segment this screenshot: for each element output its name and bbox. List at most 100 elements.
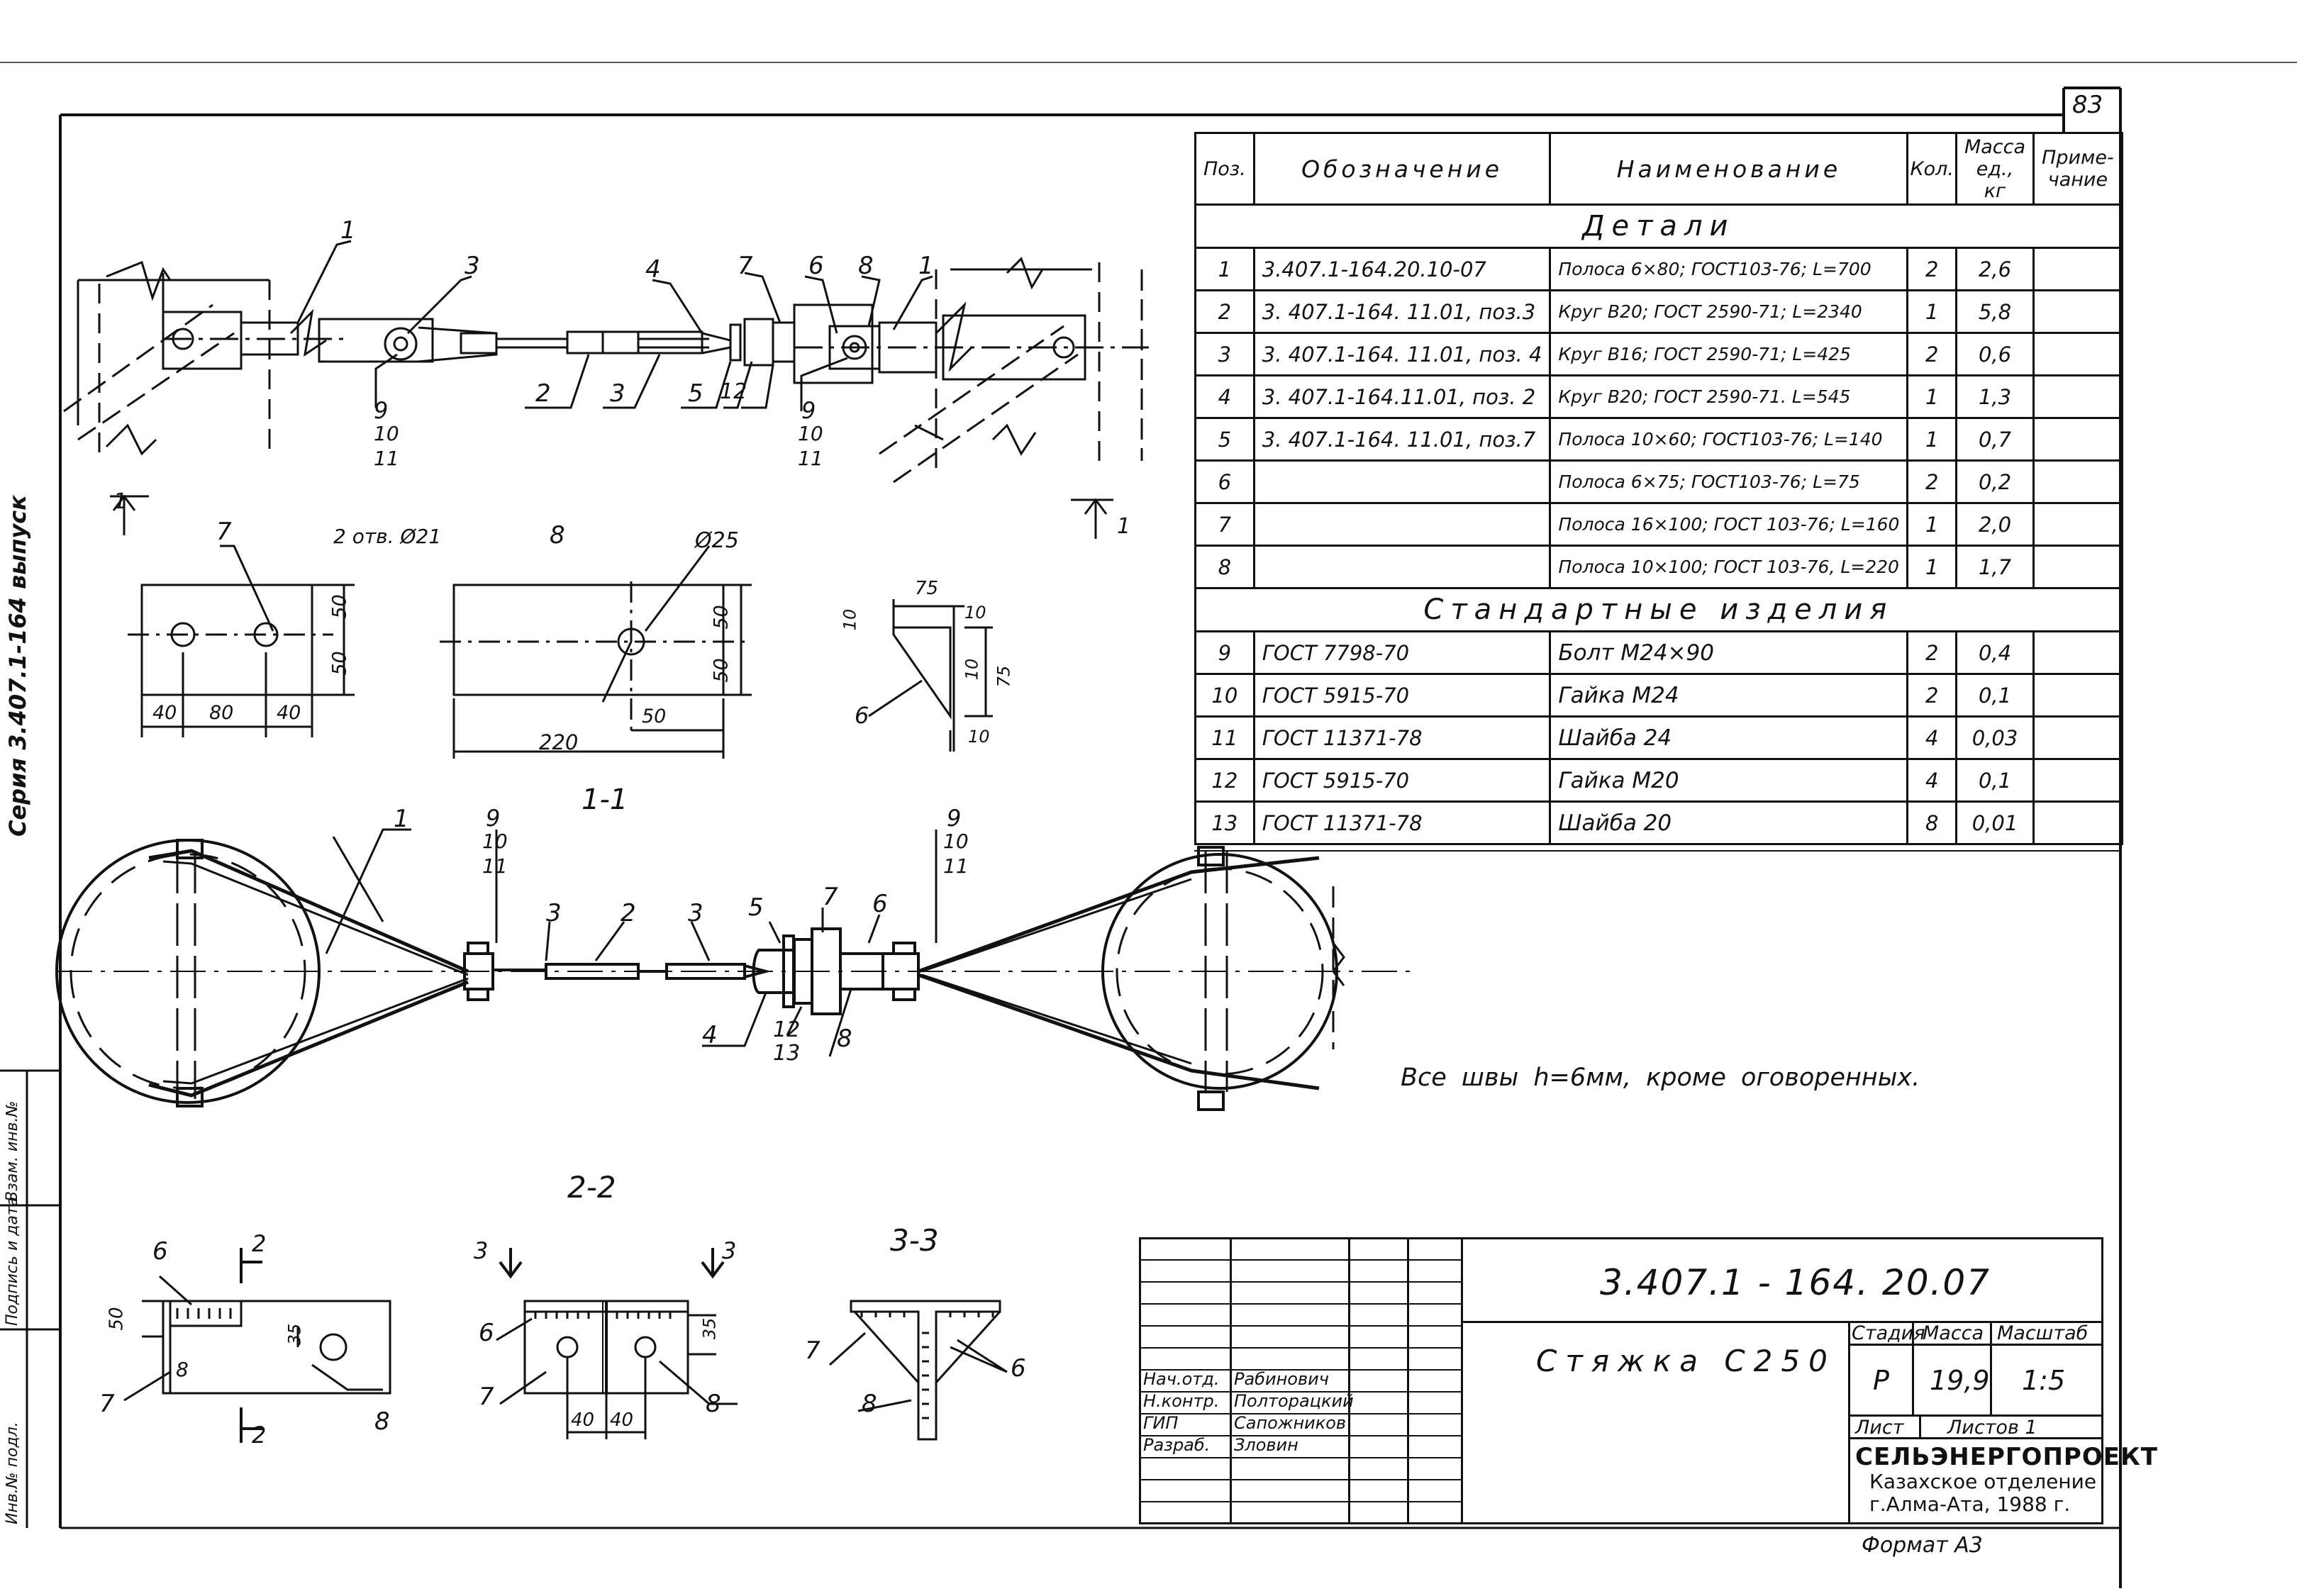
spec-cell-note: [2032, 289, 2123, 334]
label-drawing-plate7-dims-2: 40: [152, 702, 177, 724]
spec-cell-note: [2032, 247, 2123, 291]
section-1-1-view: [55, 839, 1418, 1111]
spec-cell-designation: ГОСТ 7798-70: [1252, 630, 1552, 675]
label-drawing-plate6-dims-0: 75: [915, 578, 939, 599]
side-col-1: Инв.№ подл.: [4, 1422, 21, 1524]
scale-label: Масштаб: [1997, 1322, 2089, 1344]
spec-cell-mass: 0,03: [1954, 715, 2035, 760]
spec-cell-note: [2032, 715, 2123, 760]
label-drawing-labels-2: 3: [688, 899, 703, 927]
spec-cell-name: Полоса 10×60; ГОСТ103-76; L=140: [1549, 417, 1909, 462]
label-drawing-labels-6: 7: [823, 883, 838, 911]
mass-label: Масса: [1923, 1322, 1984, 1344]
spec-cell-qty: 2: [1906, 247, 1957, 291]
label-drawing-labels-4: 5: [748, 893, 764, 922]
spec-cell-note: [2032, 758, 2123, 803]
drawing-title: Стяжка С250: [1536, 1344, 1836, 1378]
plate-7-view: [128, 545, 355, 737]
label-drawing-plate8-dims-0: 50: [710, 605, 733, 630]
welding-note: Все швы h=6мм, кроме оговоренных.: [1401, 1064, 1920, 1092]
section-standard-heading-row: Стандартные изделия: [1194, 587, 2123, 632]
spec-header-row: Поз. Обозначение Наименование Кол. Масса…: [1194, 132, 2123, 206]
label-drawing-plate8-dims-1: 50: [710, 658, 733, 683]
label-drawing-labels-5: 6: [808, 252, 824, 280]
spec-cell-name: Гайка М24: [1549, 673, 1909, 718]
spec-cell-note: [2032, 417, 2123, 462]
section-details-heading: Детали: [1194, 203, 2123, 249]
spec-cell-designation: 3. 407.1-164. 11.01, поз.3: [1252, 289, 1552, 334]
sheet-label: Лист: [1855, 1417, 1904, 1439]
spec-cell-qty: 1: [1906, 545, 1957, 589]
spec-cell-note: [2032, 459, 2123, 504]
spec-cell-mass: 5,8: [1954, 289, 2035, 334]
label-drawing-plate8-dims-2: 50: [642, 705, 667, 727]
spec-cell-mass: 0,4: [1954, 630, 2035, 675]
spec-cell-name: Круг В16; ГОСТ 2590-71; L=425: [1549, 332, 1909, 376]
spec-cell-mass: 0,1: [1954, 758, 2035, 803]
label-drawing-sec22_dims-1: 35: [284, 1323, 305, 1346]
spec-cell-pos: 9: [1194, 630, 1255, 675]
specification-table: Поз. Обозначение Наименование Кол. Масса…: [1194, 132, 2123, 845]
spec-cell-designation: 3. 407.1-164. 11.01, поз.7: [1252, 417, 1552, 462]
signer-role: ГИП: [1143, 1413, 1179, 1433]
label-drawing-labels-10: 11: [374, 447, 399, 470]
spec-cell-designation: [1252, 545, 1552, 589]
label-drawing-labels-9: 10: [374, 422, 399, 445]
spec-cell-name: Круг В20; ГОСТ 2590-71; L=2340: [1549, 289, 1909, 334]
label-drawing-labels-3: 4: [645, 255, 661, 284]
header-note: Приме- чание: [2032, 132, 2123, 206]
scale-value: 1:5: [2022, 1365, 2066, 1396]
label-drawing-labels-0: 1: [394, 805, 409, 833]
label-drawing-labels-5: 6: [152, 1237, 168, 1266]
label-drawing-labels-9: 10: [798, 422, 823, 445]
spec-cell-designation: 3. 407.1-164. 11.01, поз. 4: [1252, 332, 1552, 376]
spec-cell-mass: 0,6: [1954, 332, 2035, 376]
label-drawing-labels-1: 2: [621, 899, 636, 927]
spec-cell-pos: 2: [1194, 289, 1255, 334]
header-pos: Поз.: [1194, 132, 1255, 206]
label-drawing-sec22_dims-3: 40: [571, 1410, 595, 1431]
spec-cell-qty: 1: [1906, 289, 1957, 334]
spec-cell-qty: 1: [1906, 374, 1957, 419]
label-drawing-labels-6: 7: [479, 1383, 494, 1411]
spec-cell-pos: 11: [1194, 715, 1255, 760]
section-2-2-view: [123, 1248, 738, 1443]
label-drawing-sec22_dims-4: 40: [610, 1410, 634, 1431]
spec-cell-qty: 2: [1906, 459, 1957, 504]
label-drawing-sec22_dims-0: 50: [106, 1307, 128, 1331]
header-qty: Кол.: [1906, 132, 1957, 206]
signer-role: Н.контр.: [1143, 1391, 1220, 1411]
spec-cell-mass: 2,6: [1954, 247, 2035, 291]
spec-cell-name: Полоса 6×75; ГОСТ103-76; L=75: [1549, 459, 1909, 504]
label-drawing-cut_marks-three: 3: [722, 1237, 737, 1264]
spec-cell-name: Шайба 24: [1549, 715, 1909, 760]
spec-cell-note: [2032, 630, 2123, 675]
spec-cell-name: Полоса 6×80; ГОСТ103-76; L=700: [1549, 247, 1909, 291]
spec-cell-pos: 6: [1194, 459, 1255, 504]
label-drawing-labels-6: 7: [216, 518, 232, 546]
label-drawing-section_1: 1-1: [582, 783, 628, 816]
label-drawing-labels-10: 11: [798, 447, 823, 470]
spec-cell-pos: 8: [1194, 545, 1255, 589]
spec-cell-mass: 1,7: [1954, 545, 2035, 589]
label-drawing-plate7-dims-0: 50: [328, 594, 351, 619]
label-drawing-labels-2: 3: [465, 252, 480, 280]
section-standard-heading: Стандартные изделия: [1194, 587, 2123, 632]
label-drawing-labels-5: 6: [855, 702, 869, 729]
spec-cell-pos: 1: [1194, 247, 1255, 291]
label-drawing-plate7-dims-1: 50: [328, 651, 351, 676]
label-drawing-plate6-dims-3: 10: [962, 658, 982, 681]
drawing-code: 3.407.1 - 164. 20.07: [1600, 1262, 1991, 1303]
spec-cell-pos: 13: [1194, 800, 1255, 845]
label-drawing-labels-7: 8: [858, 252, 874, 280]
spec-cell-note: [2032, 800, 2123, 845]
label-drawing-plate7-dims-3: 80: [209, 702, 234, 724]
